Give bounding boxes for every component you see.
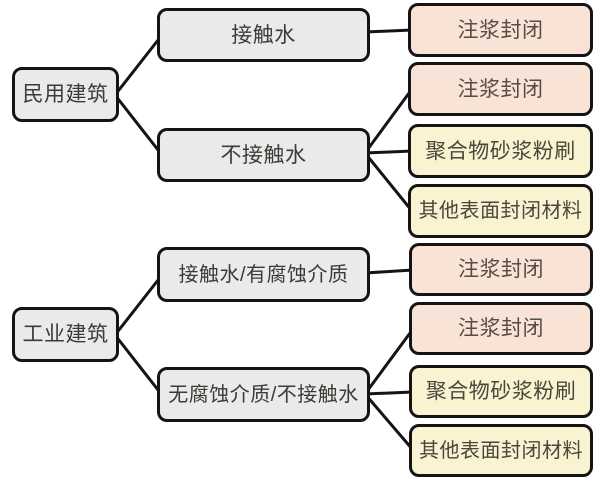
node-polymer-mortar-plaster: 聚合物砂浆粉刷 — [408, 124, 593, 178]
node-other-surface-sealing-material: 其他表面封闭材料 — [408, 184, 593, 238]
node-contact-water-corrosive-media: 接触水/有腐蚀介质 — [157, 247, 370, 302]
node-grouting-seal: 注浆封闭 — [409, 302, 593, 355]
node-other-surface-sealing-material: 其他表面封闭材料 — [409, 424, 593, 477]
node-industrial-building: 工业建筑 — [12, 307, 119, 362]
node-civil-building: 民用建筑 — [12, 67, 119, 122]
node-polymer-mortar-plaster: 聚合物砂浆粉刷 — [409, 365, 593, 418]
node-grouting-seal: 注浆封闭 — [409, 243, 593, 296]
node-grouting-seal: 注浆封闭 — [408, 3, 593, 57]
node-no-contact-water: 不接触水 — [157, 128, 370, 182]
node-contact-water: 接触水 — [157, 8, 370, 62]
node-grouting-seal: 注浆封闭 — [408, 62, 593, 116]
node-no-corrosive-media-no-contact-water: 无腐蚀介质/不接触水 — [157, 367, 370, 422]
